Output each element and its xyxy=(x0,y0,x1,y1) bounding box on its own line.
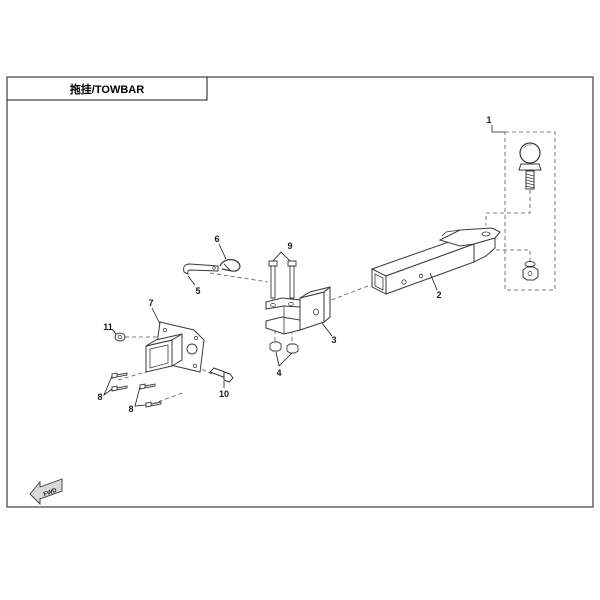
draw-bar-pin-hole xyxy=(401,279,407,285)
mount-plate xyxy=(145,307,205,373)
leader-7 xyxy=(151,307,161,325)
fwd-badge: FWD xyxy=(29,478,63,506)
washer-11-body xyxy=(114,332,126,342)
hitch-ball-collar xyxy=(518,163,542,171)
nuts-4 xyxy=(269,341,299,367)
leader-5 xyxy=(187,275,196,286)
hitch-ball-dashed-box xyxy=(504,131,556,291)
fwd-label: FWD xyxy=(43,488,59,499)
nut-4-right xyxy=(286,343,299,354)
nut-4-left xyxy=(269,341,282,352)
callout-8a: 8 xyxy=(97,392,102,402)
callout-1: 1 xyxy=(486,115,491,125)
title-box xyxy=(6,76,208,101)
bolt-8-d xyxy=(145,401,162,408)
bolt-9-right xyxy=(287,260,297,299)
callout-4: 4 xyxy=(276,368,281,378)
hitch-washer xyxy=(524,261,536,267)
leader-11 xyxy=(111,328,117,335)
callout-3: 3 xyxy=(331,335,336,345)
hitch-pin xyxy=(183,263,219,286)
forward-arrow-icon xyxy=(29,478,63,506)
leader-4 xyxy=(275,351,293,367)
hitch-nut xyxy=(522,266,539,281)
lynch-clip xyxy=(218,243,241,272)
bolts-9 xyxy=(268,251,297,299)
clip-body xyxy=(219,259,241,272)
draw-bar xyxy=(370,227,501,295)
receiver-box-front xyxy=(299,291,325,331)
bracket-plate-lower xyxy=(265,316,301,335)
leader-1 xyxy=(491,125,505,133)
page-title: 拖挂/TOWBAR xyxy=(70,82,144,96)
callout-11: 11 xyxy=(103,322,113,332)
hitch-ball-group xyxy=(485,125,556,291)
hitch-ball-highlight xyxy=(523,144,533,149)
callout-labels: 1 2 3 4 5 6 7 8 8 9 10 11 xyxy=(97,115,491,414)
callout-10: 10 xyxy=(219,389,229,399)
hitch-ball-axis-upper xyxy=(485,190,531,226)
bolt-8-c xyxy=(139,383,156,390)
diagram-frame xyxy=(6,76,594,508)
leader-3 xyxy=(321,322,333,337)
callout-2: 2 xyxy=(436,290,441,300)
pin-bolt-10 xyxy=(209,367,234,388)
hitch-ball xyxy=(519,142,541,164)
leader-8a xyxy=(103,375,113,397)
leader-8b xyxy=(134,386,147,407)
callout-5: 5 xyxy=(195,286,200,296)
callout-9: 9 xyxy=(287,241,292,251)
hitch-pin-body xyxy=(183,263,219,275)
leader-9 xyxy=(272,251,291,262)
callout-8b: 8 xyxy=(128,404,133,414)
callout-6: 6 xyxy=(214,234,219,244)
leader-2 xyxy=(429,272,438,291)
leader-6 xyxy=(218,243,227,260)
bolt-9-left xyxy=(268,260,278,299)
washer-11 xyxy=(111,328,126,342)
bolt-8-b xyxy=(111,385,128,392)
bolts-8 xyxy=(103,372,162,408)
receiver-pin-hole xyxy=(313,308,319,316)
receiver-bracket xyxy=(265,285,333,337)
callout-7: 7 xyxy=(148,298,153,308)
bolt-8-a xyxy=(111,372,128,379)
